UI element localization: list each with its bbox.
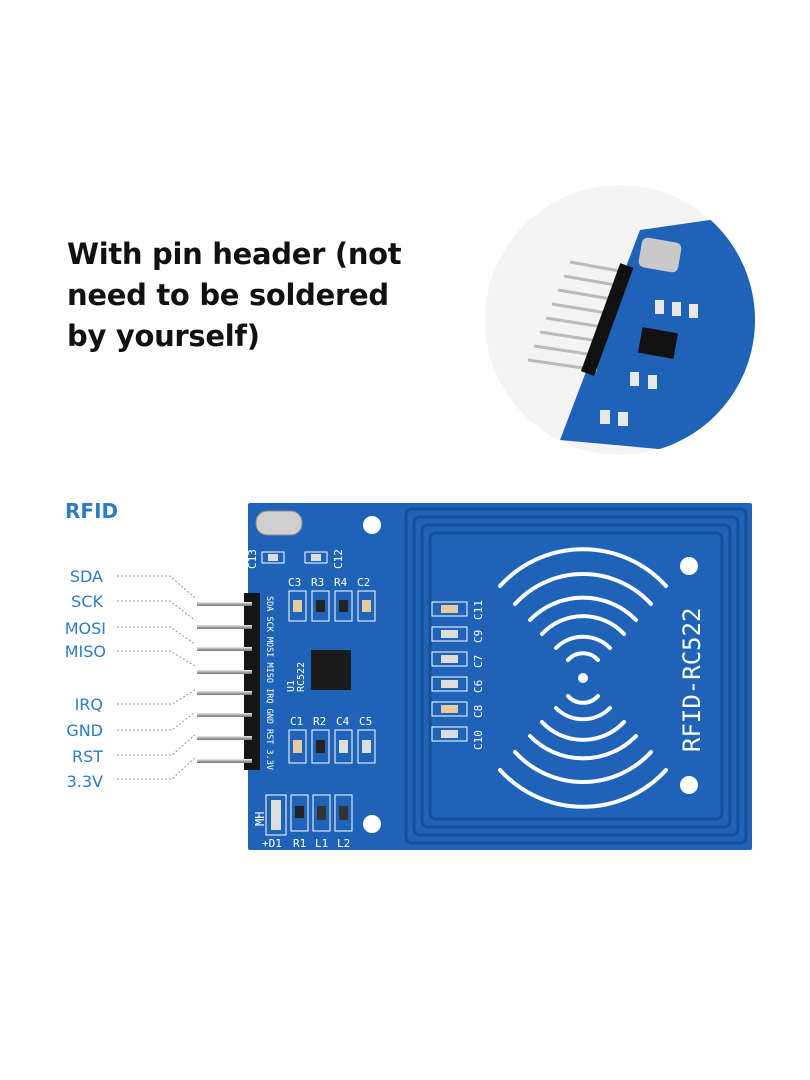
silk-d1: +D1	[262, 837, 282, 850]
headline: With pin header (not need to be soldered…	[67, 234, 402, 357]
silk-c6: C6	[472, 680, 485, 693]
silk-l1: L1	[315, 837, 328, 850]
silk-c7: C7	[472, 655, 485, 668]
silk-l2: L2	[337, 837, 350, 850]
silk-c13: C13	[246, 549, 259, 569]
silk-u1: U1	[286, 680, 297, 692]
diagram-title: RFID	[65, 499, 118, 523]
pin-label-irq: IRQ	[75, 695, 103, 714]
silk-rc522: RC522	[296, 662, 307, 692]
pin-label-3v3: 3.3V	[67, 772, 103, 791]
silk-c10: C10	[472, 730, 485, 750]
components-top: C3 R3 R4 C2	[288, 576, 376, 622]
inset-closeup-photo	[485, 185, 755, 455]
header-silkscreen: SDA SCK MOSI MISO IRQ GND RST 3.3V	[264, 596, 274, 770]
silk-r1: R1	[293, 837, 306, 850]
pin-labels: SDA SCK MOSI MISO IRQ GND RST 3.3V	[65, 567, 196, 791]
silk-r2: R2	[313, 715, 326, 728]
silk-c11: C11	[472, 600, 485, 620]
rfid-wave-icon	[498, 547, 668, 809]
silk-c3: C3	[288, 576, 301, 589]
pin-label-sda: SDA	[70, 567, 103, 586]
silk-c8: C8	[472, 705, 485, 718]
silk-c4: C4	[336, 715, 350, 728]
headline-line: need to be soldered	[67, 278, 389, 312]
crystal-oscillator	[255, 510, 303, 536]
rc522-chip	[311, 650, 351, 690]
silk-c2: C2	[357, 576, 370, 589]
pin-header: SDA SCK MOSI MISO IRQ GND RST 3.3V	[197, 593, 274, 770]
silk-r3: R3	[311, 576, 324, 589]
silk-c12: C12	[332, 549, 345, 569]
rfid-board: C13 C12 C3 R3 R4 C2 U1 RC522 C1 R2 C4 C5	[246, 503, 752, 850]
components-mid: C1 R2 C4 C5	[288, 715, 376, 764]
silk-c1: C1	[290, 715, 303, 728]
header-pins	[197, 602, 252, 763]
board-name-silkscreen: RFID-RC522	[678, 608, 706, 753]
silk-c5: C5	[359, 715, 372, 728]
headline-line: With pin header (not	[67, 237, 402, 271]
antenna-coil	[404, 507, 748, 845]
pin-label-sck: SCK	[71, 592, 103, 611]
components-bottom: MH +D1 R1 L1 L2	[253, 794, 353, 850]
pin-label-mosi: MOSI	[65, 619, 106, 638]
caps-top: C13 C12	[246, 549, 345, 569]
mounting-holes	[363, 516, 698, 833]
silk-r4: R4	[334, 576, 348, 589]
silk-mh: MH	[253, 812, 267, 826]
headline-line: by yourself)	[67, 319, 260, 353]
silk-c9: C9	[472, 630, 485, 643]
pin-label-miso: MISO	[65, 642, 106, 661]
pin-label-rst: RST	[72, 747, 103, 766]
leader-lines	[117, 575, 196, 780]
caps-column: C11 C9 C7 C6 C8 C10	[431, 600, 485, 750]
pin-label-gnd: GND	[66, 721, 103, 740]
